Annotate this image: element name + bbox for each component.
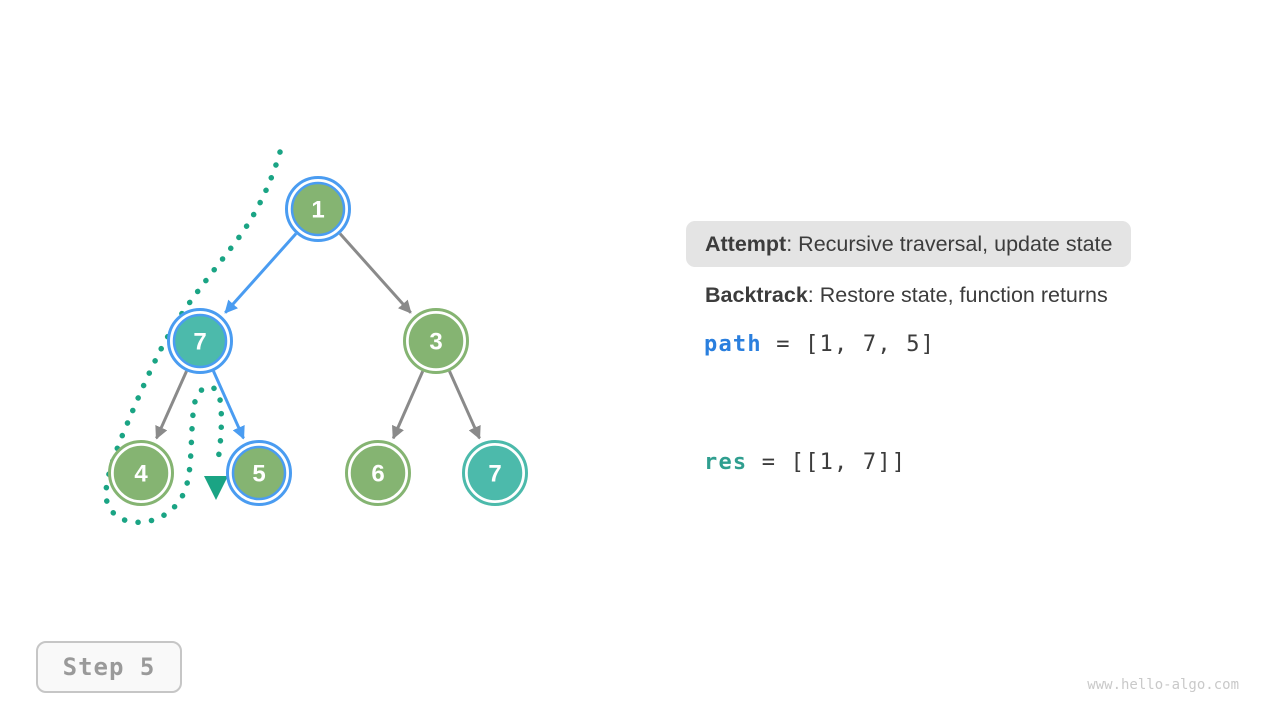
node-value: 3 bbox=[429, 329, 442, 356]
tree-edge bbox=[391, 370, 425, 440]
backtrack-text: : Restore state, function returns bbox=[807, 283, 1108, 307]
path-variable-name: path bbox=[704, 332, 762, 357]
node-circle bbox=[467, 445, 523, 501]
watermark: www.hello-algo.com bbox=[1087, 677, 1239, 693]
node-value: 4 bbox=[134, 461, 148, 488]
tree-edge bbox=[224, 232, 298, 314]
backtrack-legend-line: Backtrack: Restore state, function retur… bbox=[705, 283, 1108, 308]
res-variable-name: res bbox=[704, 450, 748, 475]
tree-node: 1 bbox=[285, 176, 351, 242]
trace-arrowhead-icon bbox=[204, 476, 228, 500]
backtrack-label: Backtrack bbox=[705, 283, 808, 307]
node-circle bbox=[113, 445, 169, 501]
tree-node: 4 bbox=[108, 440, 174, 506]
node-value: 7 bbox=[488, 461, 501, 488]
path-variable-value: = [1, 7, 5] bbox=[761, 332, 936, 357]
node-value: 7 bbox=[193, 329, 206, 356]
tree-edge bbox=[212, 370, 245, 440]
node-circle bbox=[172, 313, 228, 369]
node-value: 1 bbox=[311, 197, 324, 224]
node-circle bbox=[231, 445, 287, 501]
node-circle bbox=[290, 181, 346, 237]
tree-node: 3 bbox=[403, 308, 469, 374]
tree-edge bbox=[338, 232, 412, 314]
node-value: 6 bbox=[371, 461, 384, 488]
res-variable-line: res = [[1, 7]] bbox=[704, 450, 906, 476]
attempt-label: Attempt bbox=[705, 231, 787, 256]
tree-edge bbox=[448, 370, 481, 440]
tree-node: 7 bbox=[462, 440, 528, 506]
node-circle bbox=[408, 313, 464, 369]
tree-node: 7 bbox=[167, 308, 233, 374]
tree-node: 5 bbox=[226, 440, 292, 506]
attempt-text: : Recursive traversal, update state bbox=[786, 231, 1113, 256]
step-indicator-label: Step 5 bbox=[62, 653, 156, 681]
node-value: 5 bbox=[252, 461, 265, 488]
path-variable-line: path = [1, 7, 5] bbox=[704, 332, 935, 358]
tree-edge bbox=[155, 370, 188, 440]
tree-node: 6 bbox=[345, 440, 411, 506]
node-circle bbox=[350, 445, 406, 501]
res-variable-value: = [[1, 7]] bbox=[747, 450, 907, 475]
step-indicator: Step 5 bbox=[36, 641, 182, 693]
attempt-legend-box: Attempt: Recursive traversal, update sta… bbox=[686, 221, 1132, 267]
